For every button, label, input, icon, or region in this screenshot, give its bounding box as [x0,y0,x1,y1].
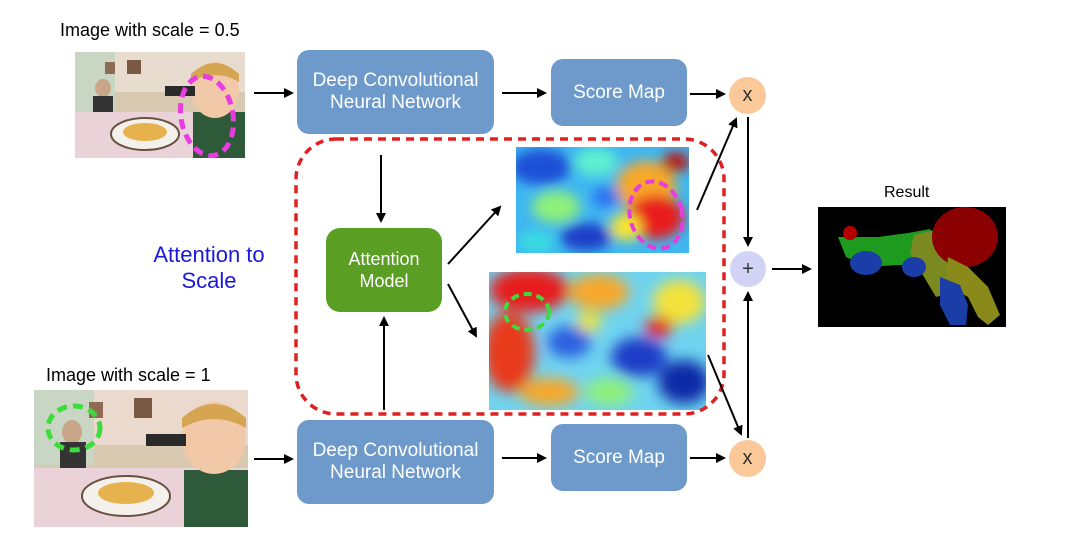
multiply-top-node: x [729,77,766,114]
multiply-bottom-symbol: x [742,447,753,469]
multiply-bottom-node: x [729,440,766,477]
bottom-image-label: Image with scale = 1 [46,365,211,385]
arrow-attention-to-heatmap-top [447,205,502,265]
bottom-input-image [34,390,248,527]
attention-to-scale-annotation: Attention to Scale [146,242,272,294]
dcnn-bottom-line2: Neural Network [330,462,461,483]
annotation-line2: Scale [181,268,237,293]
dcnn-bottom-line1: Deep Convolutional [312,440,479,461]
annotation-line1: Attention to [153,242,265,267]
arrow-heatmap-bottom-to-mult [707,354,743,436]
arrow-heatmap-top-to-mult [696,117,738,211]
result-label: Result [884,184,930,201]
score-map-bottom-label: Score Map [573,446,665,468]
add-symbol: + [742,257,754,280]
top-input-image [75,52,245,159]
result-segmentation-image [818,207,1006,327]
attention-region-dashed [294,137,726,416]
score-map-top-box: Score Map [551,59,687,126]
top-image-label: Image with scale = 0.5 [60,20,240,40]
attention-heatmap-top [516,147,689,253]
score-map-bottom-box: Score Map [551,424,687,491]
dcnn-top-line1: Deep Convolutional [312,70,479,91]
score-map-top-label: Score Map [573,81,665,103]
attention-model-line1: Attention [348,249,420,269]
arrow-attention-to-heatmap-bottom [447,283,477,338]
attention-heatmap-bottom [489,272,706,410]
dcnn-top-line2: Neural Network [330,92,461,113]
multiply-top-symbol: x [742,84,753,106]
add-node: + [730,251,766,287]
attention-model-line2: Model [359,271,409,291]
